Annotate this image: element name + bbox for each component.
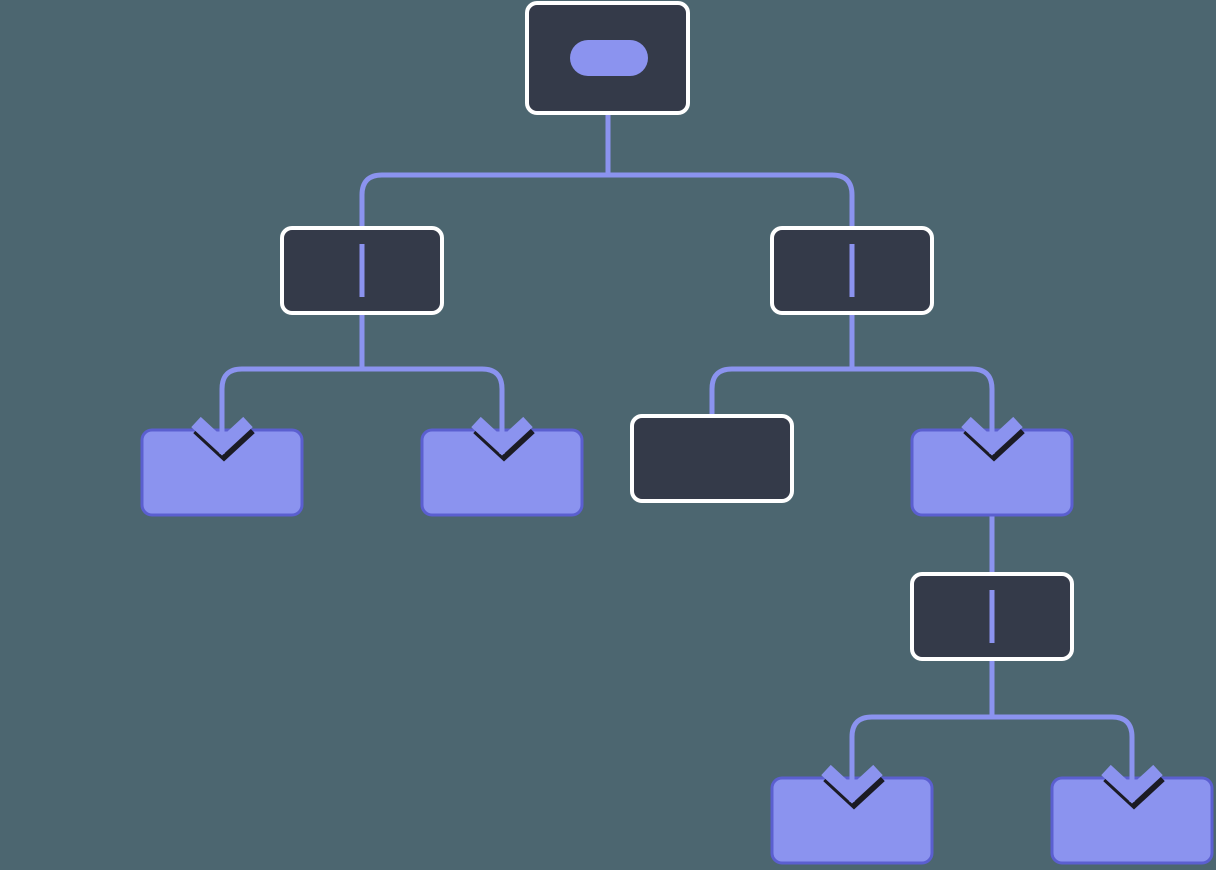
level3-empty-node[interactable] [630,414,794,503]
line-through-layer [359,244,995,643]
edge-level2-right-to-empty-node [709,366,852,418]
edge-level2-left-to-leaf-b [362,366,505,432]
edge-level2-right-to-branch-node [852,366,995,432]
level3-empty-node-group [630,414,794,503]
edge-root-to-level2-left [359,172,608,313]
root-node-group [525,1,690,115]
edge-level4-to-leaf-b [992,714,1135,780]
arrowheads-layer [191,412,1165,810]
edge-level4-to-leaf-a [849,714,992,780]
edges-layer [219,40,1135,780]
edge-root-to-level2-right [608,172,855,313]
root-node-pill-icon [570,40,648,76]
edge-level2-left-to-leaf-a [219,366,362,432]
nodes-layer [140,1,1214,865]
